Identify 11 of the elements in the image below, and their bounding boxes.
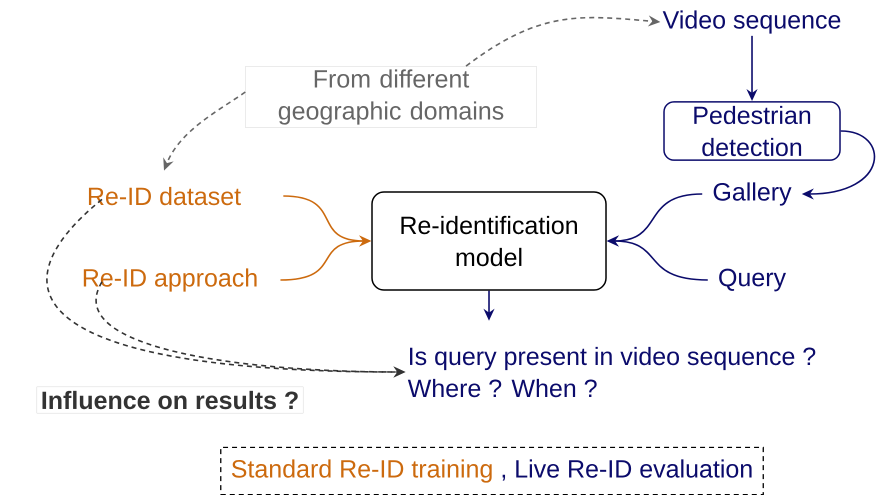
output-text: Is query present in video sequence ? Where ? When ? <box>408 346 816 398</box>
note-box: From different geographic domains <box>245 66 537 128</box>
legend-box: Standard Re-ID training , Live Re-ID evaluation <box>220 446 764 495</box>
label-text: Query <box>719 268 786 292</box>
label-text: Re-ID approach <box>84 268 257 292</box>
label-text: Video sequence <box>662 10 840 34</box>
question-box: Influence on results ? <box>36 386 304 414</box>
label-text: Re-ID dataset <box>88 186 241 206</box>
model-box: Re-identification model <box>371 191 607 291</box>
label-text: Gallery <box>714 182 792 206</box>
process-box: Pedestrian detection <box>663 101 841 161</box>
